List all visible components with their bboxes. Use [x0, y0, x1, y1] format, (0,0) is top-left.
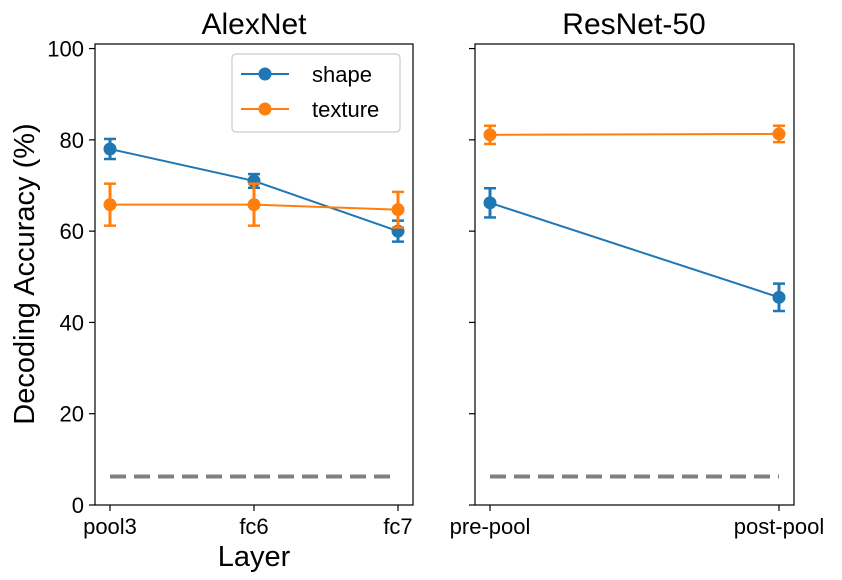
x-tick-label-pool3: pool3 — [83, 514, 137, 539]
legend-texture-label: texture — [312, 97, 379, 122]
x-tick-label-fc6: fc6 — [239, 514, 268, 539]
y-tick-label: 20 — [60, 402, 84, 427]
y-axis-label: Decoding Accuracy (%) — [9, 123, 41, 424]
legend-shape-label: shape — [312, 62, 372, 87]
x-tick-label-fc7: fc7 — [383, 514, 412, 539]
y-tick-label: 100 — [47, 37, 84, 62]
x-tick-label-pre-pool: pre-pool — [450, 514, 531, 539]
alexnet-shape-point — [103, 142, 117, 156]
resnet-shape-point — [772, 290, 786, 304]
alexnet-texture-point — [103, 198, 117, 212]
alexnet-texture-point — [247, 198, 261, 212]
y-tick-label: 40 — [60, 310, 84, 335]
resnet-title: ResNet-50 — [562, 8, 705, 41]
legend: shape texture — [231, 53, 401, 133]
x-axis-label: Layer — [218, 541, 291, 573]
alexnet-axes: 0 20 40 60 80 100 pool3 fc6 fc7 — [47, 37, 414, 539]
legend-shape-marker — [258, 67, 272, 81]
resnet-texture-line — [489, 132, 780, 136]
resnet-shape-point — [483, 196, 497, 210]
alexnet-texture-point — [391, 203, 405, 217]
alexnet-panel: AlexNet Decoding Accuracy (%) Layer 0 20 4… — [9, 8, 414, 573]
resnet-axes: pre-pool post-pool — [450, 43, 825, 539]
x-tick-label-post-pool: post-pool — [734, 514, 825, 539]
y-tick-label: 80 — [60, 128, 84, 153]
y-tick-label: 60 — [60, 219, 84, 244]
legend-texture-marker — [258, 102, 272, 116]
resnet-frame — [474, 43, 795, 506]
alexnet-title: AlexNet — [201, 8, 307, 41]
y-tick-label: 0 — [72, 493, 84, 518]
resnet-shape-line — [489, 201, 780, 299]
resnet-texture-point — [772, 127, 786, 141]
resnet-panel: ResNet-50 pre-pool post-pool — [450, 8, 825, 539]
resnet-texture-point — [483, 128, 497, 142]
